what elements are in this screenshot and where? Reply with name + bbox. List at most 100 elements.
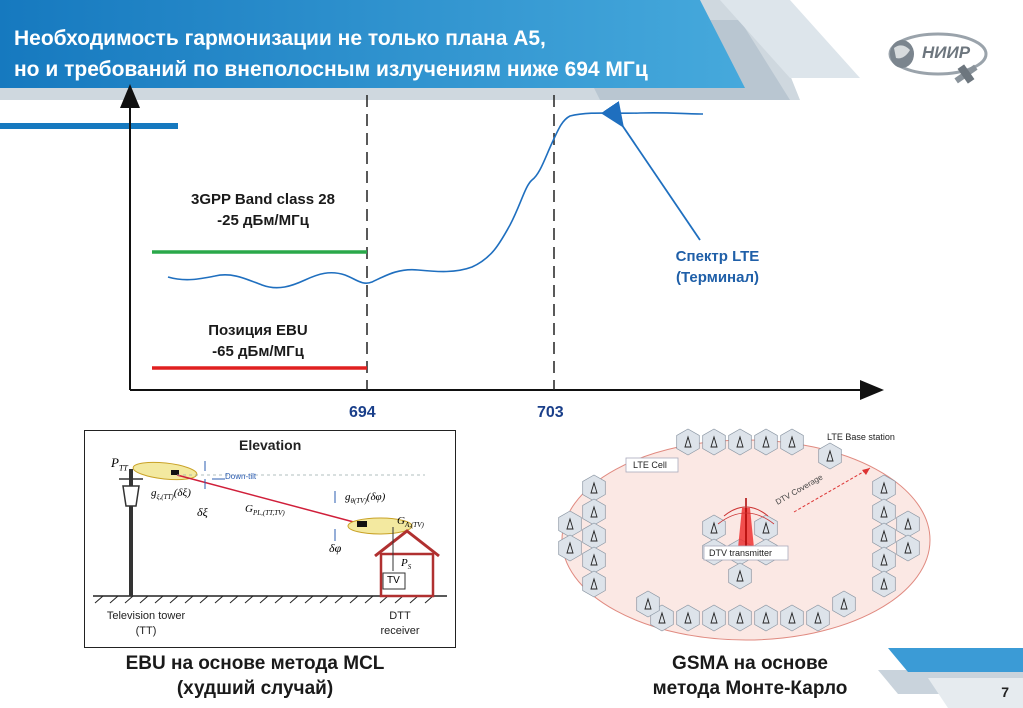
base-station-antenna-icon [684,611,692,624]
base-station-antenna-icon [736,569,744,582]
lte-cell-hexagon [872,570,896,598]
base-station-antenna-icon [736,611,744,624]
base-station-antenna-icon [710,611,718,624]
base-station-antenna-icon [814,611,822,624]
oob-emission-chart [120,84,884,400]
lte-cell-hexagon [582,570,606,598]
lte-cell-hexagon [832,590,856,618]
lte-cell-hexagon [754,604,778,632]
lte-cell-hexagon [780,428,804,456]
base-station-antenna-icon [762,611,770,624]
delta-xi-label: δξ [197,505,208,519]
band28-label: 3GPP Band class 28 -25 дБм/МГц [158,189,368,231]
lte-cell-hexagon [702,604,726,632]
lte-label-line-2: (Терминал) [676,269,759,286]
lte-spectrum-curve [167,111,704,289]
lte-cell-hexagon [702,428,726,456]
lte-cell-hexagon [728,428,752,456]
base-station-antenna-icon [736,435,744,448]
base-station-antenna-icon [590,553,598,566]
base-station-antenna-icon [826,449,834,462]
ebu-label-line-1: Позиция EBU [208,322,308,339]
base-station-antenna-icon [880,529,888,542]
tower-label-line-1: Television tower [106,610,186,622]
header-banner [0,0,860,100]
lte-cell-hexagon [636,590,660,618]
gsma-caption: GSMA на основе метода Монте-Карло [610,651,890,701]
lte-spectrum-label: Спектр LTE (Терминал) [640,246,795,288]
base-station-antenna-icon [590,529,598,542]
niir-logo: НИИР [884,30,994,90]
base-station-antenna-icon [684,435,692,448]
house-receiver-icon [374,527,440,598]
lte-cell-hexagon [728,604,752,632]
base-station-antenna-icon [566,541,574,554]
tower-label: Television tower (TT) [91,609,201,639]
ebu-diagram [93,461,447,604]
base-station-antenna-icon [566,517,574,530]
gsma-caption-line-1: GSMA на основе [672,653,828,674]
logo-emblem-icon [888,32,988,84]
dtv-transmitter-icon [717,498,775,553]
base-station-antenna-icon [590,505,598,518]
g-tt-label: gξ,(TT)(δξ) [151,487,191,502]
tick-label-703: 703 [537,404,564,421]
lte-cell-hexagon [728,562,752,590]
base-station-antenna-icon [658,611,666,624]
g-pl-label: GPL,(TT,TV) [245,503,285,518]
base-station-antenna-icon [644,597,652,610]
gsma-caption-line-2: метода Монте-Карло [652,678,848,699]
lte-cell-hexagon [676,428,700,456]
g-a-label: GA,(TV) [397,515,424,530]
ebu-caption-line-2: (худший случай) [176,678,334,699]
base-station-antenna-icon [762,435,770,448]
band28-label-line-2: -25 дБм/МГц [217,212,309,229]
base-station-antenna-icon [904,541,912,554]
base-station-antenna-icon [788,435,796,448]
ebu-label: Позиция EBU -65 дБм/МГц [158,320,358,362]
down-tilt-label: Down-tilt [225,472,257,481]
lte-cell-hexagon [558,534,582,562]
footer-decor [878,648,1023,708]
ebu-caption: EBU на основе метода MCL (худший случай) [70,651,440,701]
lte-cell-hexagon [754,428,778,456]
slide-title-line-1: Необходимость гармонизации не только пла… [14,27,546,50]
ebu-caption-line-1: EBU на основе метода MCL [125,653,385,674]
lte-base-station-label: LTE Base station [827,432,895,442]
lte-cell-grid [558,428,920,632]
dtt-label-line-2: receiver [380,625,420,637]
dtv-transmitter-label: DTV transmitter [709,548,773,558]
p-s-label: PS [401,557,412,572]
tv-tower-icon [119,469,143,596]
ebu-label-line-2: -65 дБм/МГц [212,343,304,360]
lte-pointer-arrow [600,101,701,241]
delta-phi-label: δφ [329,541,342,555]
dtt-label-line-1: DTT [389,610,411,622]
base-station-antenna-icon [840,597,848,610]
header-accent-bar [0,123,178,129]
base-station-antenna-icon [880,553,888,566]
base-station-antenna-icon [762,521,770,534]
base-station-antenna-icon [710,521,718,534]
logo-text: НИИР [922,43,971,62]
lte-cell-hexagon [806,604,830,632]
base-station-antenna-icon [904,517,912,530]
lte-cell-hexagon [896,534,920,562]
base-station-antenna-icon [788,611,796,624]
dtt-receiver-label: DTT receiver [365,609,435,639]
page-number: 7 [1001,684,1009,700]
lte-cell-hexagon [818,442,842,470]
base-station-antenna-icon [590,577,598,590]
base-station-antenna-icon [880,505,888,518]
base-station-antenna-icon [710,435,718,448]
slide-title-line-2: но и требований по внеполосным излучения… [14,58,648,81]
tv-label: TV [387,575,400,586]
g-tv-label: gθ(TV)(δφ) [345,491,386,506]
base-station-antenna-icon [590,481,598,494]
ebu-mcl-figure: Elevation PTT Down-tilt gξ,(TT)(δξ) δξ G… [84,430,456,648]
base-station-antenna-icon [880,481,888,494]
tower-label-line-2: (TT) [135,625,157,637]
p-tt-label: PTT [111,455,128,473]
lte-cell-hexagon [780,604,804,632]
gsma-monte-carlo-figure [558,428,931,641]
